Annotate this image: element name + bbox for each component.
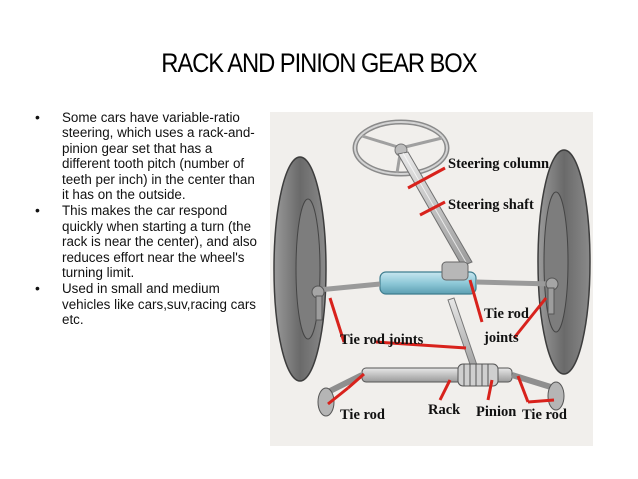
label-pinion: Pinion bbox=[476, 404, 516, 420]
bullet-item: • Used in small and medium vehicles like… bbox=[34, 280, 264, 328]
page-title: RACK AND PINION GEAR BOX bbox=[161, 48, 477, 78]
bullet-item: • Some cars have variable-ratio steering… bbox=[34, 109, 264, 203]
bullet-text: Some cars have variable-ratio steering, … bbox=[62, 110, 255, 203]
label-steering-shaft: Steering shaft bbox=[448, 197, 534, 213]
bullet-item: • This makes the car respond quickly whe… bbox=[34, 202, 264, 281]
right-tire bbox=[537, 149, 591, 375]
label-tie-rod-right: Tie rod bbox=[522, 407, 567, 423]
bullet-text: This makes the car respond quickly when … bbox=[62, 203, 258, 281]
label-rack: Rack bbox=[428, 402, 461, 418]
label-tie-rod-joints-left: Tie rod joints bbox=[340, 332, 424, 348]
steering-diagram: Steering column Steering shaft Tie rod j… bbox=[270, 112, 593, 446]
label-steering-column: Steering column bbox=[448, 156, 549, 172]
bullet-text: Used in small and medium vehicles like c… bbox=[62, 281, 256, 328]
bullet-marker: • bbox=[35, 280, 40, 297]
steering-wheel bbox=[352, 119, 450, 177]
rack-detail bbox=[317, 297, 565, 417]
label-tie-rod-joints-right-1: Tie rod bbox=[484, 306, 529, 322]
bullet-list: • Some cars have variable-ratio steering… bbox=[34, 109, 264, 329]
steering-diagram-svg: Steering column Steering shaft Tie rod j… bbox=[273, 119, 591, 423]
left-tire bbox=[273, 156, 327, 382]
bullet-marker: • bbox=[35, 109, 40, 125]
bullet-marker: • bbox=[35, 202, 40, 219]
label-tie-rod-joints-right-2: joints bbox=[483, 330, 519, 346]
label-tie-rod-left: Tie rod bbox=[340, 407, 385, 423]
pointer-lines bbox=[327, 166, 555, 406]
rack-housing bbox=[311, 261, 559, 321]
